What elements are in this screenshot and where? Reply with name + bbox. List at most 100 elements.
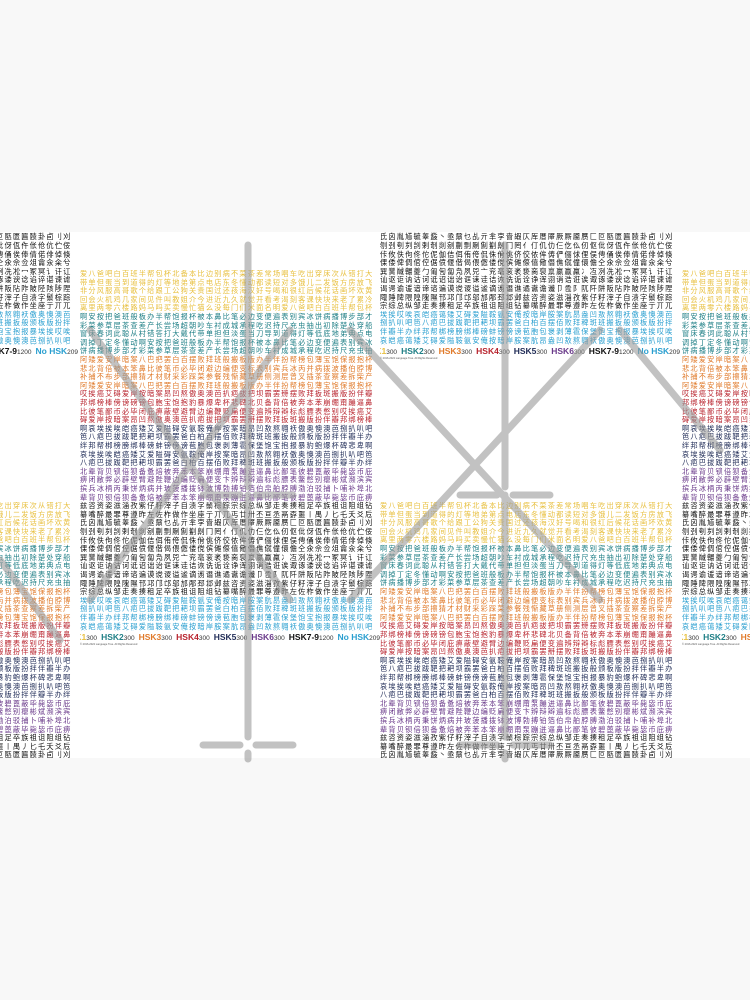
character-band-hsk3: 阿矮爱安岸暗案八巴把罢白百摆败拜班般搬板版办半伴扮帮榜包薄宝饱保报抱杯悲北背倍被…: [0, 588, 72, 622]
legend-item: HSK2300: [401, 346, 435, 356]
legend-label: HSK6: [251, 632, 274, 643]
legend-label: HSK1: [80, 632, 87, 643]
legend-item: No HSK209: [36, 346, 79, 356]
character-band-hsk6: 北辈背贝钡倍狈备惫焙被奔苯本笨崩绷甭泵蹦迸逼鼻比鄙笔彼碧蓖蔽毕毙毖币庇痹闭敝弊必…: [380, 699, 674, 734]
character-band-hsk2: 啊安按把爸班般板办半帮饱报杯被本鼻比笔必边变便遍表别宾冰饼病播博步部才彩菜参草层…: [682, 313, 750, 356]
legend-item: HSK5300: [214, 632, 248, 642]
copyright-text: © 2016-2022 Language Tree. All Rights Re…: [682, 643, 740, 647]
legend-count: 300: [123, 635, 135, 643]
legend-item: HSK3300: [139, 632, 173, 642]
legend-count: 300: [198, 635, 210, 643]
legend-count: 209: [369, 635, 380, 643]
character-band-hsk6: 北辈背贝钡倍狈备惫焙被奔苯本笨崩绷甭泵蹦迸逼鼻比鄙笔彼碧蓖蔽毕毙毖币庇痹闭敝弊必…: [682, 467, 750, 502]
legend-label: HSK1: [682, 632, 689, 643]
legend-item: No HSK209: [338, 632, 381, 642]
legend-count: 1200: [17, 349, 32, 357]
legend-count: 300: [161, 635, 173, 643]
hsk-legend: HSK1300HSK2300HSK3300HSK4300HSK5300HSK63…: [80, 631, 380, 642]
legend-item: HSK6300: [251, 632, 285, 642]
legend-count: 1200: [619, 349, 634, 357]
legend-label: HSK3: [138, 632, 162, 643]
pattern-tile: 爱八爸吧白百班半帮包杯北备本比边别病不菜茶差常场唱车吃出穿床次从错打大带单但蛋当…: [0, 502, 78, 758]
copyright-text: © 2016-2022 Language Tree. All Rights Re…: [380, 357, 438, 361]
legend-item: HSK4300: [176, 632, 210, 642]
pattern-tile: 爱八爸吧白百班半帮包杯北备本比边别病不菜茶差常场唱车吃出穿床次从错打大带单但蛋当…: [682, 270, 750, 646]
legend-item: HSK7-91200: [289, 632, 334, 642]
character-band-hsk3: 阿矮爱安岸暗案八巴把罢白百摆败拜班般搬板版办半伴扮帮榜包薄宝饱保报抱杯悲北背倍被…: [80, 356, 374, 390]
character-band-hsk1: 爱八爸吧白百班半帮包杯北备本比边别病不菜茶差常场唱车吃出穿床次从错打大带单但蛋当…: [0, 502, 72, 545]
pattern-tile: 爱八爸吧白百班半帮包杯北备本比边别病不菜茶差常场唱车吃出穿床次从错打大带单但蛋当…: [380, 232, 680, 360]
legend-count: 1200: [319, 635, 334, 643]
legend-count: 300: [423, 349, 435, 357]
legend-count: 209: [669, 349, 680, 357]
legend-count: 300: [688, 635, 700, 643]
hsk-legend: HSK1300HSK2300HSK3300HSK4300HSK5300HSK63…: [380, 345, 680, 356]
character-band-hsk4: 哎挨癌艾碍爱岸按暗案昂凹熬傲奥澳芭扒疤拔把坝霸罢掰摆败拜扳斑搬版扮伴瓣邦绑榜棒傍…: [0, 622, 72, 657]
legend-label: HSK4: [476, 346, 499, 357]
legend-label: HSK6: [551, 346, 574, 357]
fabric-pattern: 爱八爸吧白百班半帮包杯北备本比边别病不菜茶差常场唱车吃出穿床次从错打大带单但蛋当…: [0, 232, 750, 758]
character-band-hsk3: 阿矮爱安岸暗案八巴把罢白百摆败拜班般搬板版办半伴扮帮榜包薄宝饱保报抱杯悲北背倍被…: [380, 588, 674, 622]
legend-item: HSK2300: [101, 632, 135, 642]
legend-item: HSK2300: [703, 632, 737, 642]
legend-label: No HSK: [35, 346, 68, 357]
character-band-hsk2: 啊安按把爸班般板办半帮饱报杯被本鼻比笔必边变便遍表别宾冰饼病播博步部才彩菜参草层…: [380, 545, 674, 588]
legend-label: HSK3: [740, 632, 750, 643]
legend-count: 300: [273, 635, 285, 643]
character-band-hsk1: 爱八爸吧白百班半帮包杯北备本比边别病不菜茶差常场唱车吃出穿床次从错打大带单但蛋当…: [682, 270, 750, 313]
legend-label: HSK7-9: [0, 346, 18, 357]
legend-item: HSK3300: [741, 632, 750, 642]
legend-count: 300: [498, 349, 510, 357]
character-band-hsk5: 啊哀埃挨唉皑癌矮艾爱隘碍安氨鞍俺岸按案暗昂凹敖熬翱袄傲奥懊澳芭捌扒叭吧笆八疤巴拔…: [380, 656, 674, 700]
character-band-hsk5: 啊哀埃挨唉皑癌矮艾爱隘碍安氨鞍俺岸按案暗昂凹敖熬翱袄傲奥懊澳芭捌扒叭吧笆八疤巴拔…: [80, 424, 374, 468]
pattern-tile: 爱八爸吧白百班半帮包杯北备本比边别病不菜茶差常场唱车吃出穿床次从错打大带单但蛋当…: [380, 502, 680, 758]
character-band-hsk4: 哎挨癌艾碍爱岸按暗案昂凹熬傲奥澳芭扒疤拔把坝霸罢掰摆败拜扳斑搬版扮伴瓣邦绑榜棒傍…: [682, 390, 750, 425]
legend-label: HSK7-9: [588, 346, 620, 357]
character-band-hsk4: 哎挨癌艾碍爱岸按暗案昂凹熬傲奥澳芭扒疤拔把坝霸罢掰摆败拜扳斑搬版扮伴瓣邦绑榜棒傍…: [80, 390, 374, 425]
legend-item: HSK3300: [439, 346, 473, 356]
legend-item: HSK1300: [380, 346, 397, 356]
character-band-no-hsk: 埃挨哎唉哀皑癌蔼矮艾碍爱隘鞍氨安俺按暗岸胺案肮昂盎凹敖熬翱袄傲奥懊澳芭捌扒叭吧笆…: [80, 596, 374, 631]
character-band-hsk6: 北辈背贝钡倍狈备惫焙被奔苯本笨崩绷甭泵蹦迸逼鼻比鄙笔彼碧蓖蔽毕毙毖币庇痹闭敝弊必…: [80, 467, 374, 502]
legend-label: No HSK: [637, 346, 670, 357]
character-band-hsk4: 哎挨癌艾碍爱岸按暗案昂凹熬傲奥澳芭扒疤拔把坝霸罢掰摆败拜扳斑搬版扮伴瓣邦绑榜棒傍…: [380, 622, 674, 657]
character-band-hsk3: 阿矮爱安岸暗案八巴把罢白百摆败拜班般搬板版办半伴扮帮榜包薄宝饱保报抱杯悲北背倍被…: [682, 356, 750, 390]
legend-item: HSK7-91200: [0, 346, 32, 356]
pattern-tile: 爱八爸吧白百班半帮包杯北备本比边别病不菜茶差常场唱车吃出穿床次从错打大带单但蛋当…: [80, 270, 380, 646]
legend-label: HSK3: [438, 346, 462, 357]
legend-item: HSK7-91200: [589, 346, 634, 356]
legend-count: 209: [67, 349, 78, 357]
legend-item: HSK4300: [476, 346, 510, 356]
character-band-hsk1: 爱八爸吧白百班半帮包杯北备本比边别病不菜茶差常场唱车吃出穿床次从错打大带单但蛋当…: [380, 502, 674, 545]
hsk-legend: HSK1300HSK2300HSK3300HSK4300HSK5300HSK63…: [0, 345, 78, 356]
copyright-text: © 2016-2022 Language Tree. All Rights Re…: [0, 357, 78, 360]
legend-count: 300: [386, 349, 398, 357]
legend-label: HSK5: [513, 346, 537, 357]
legend-item: HSK6300: [551, 346, 585, 356]
character-band-hsk2: 啊安按把爸班般板办半帮饱报杯被本鼻比笔必边变便遍表别宾冰饼病播博步部才彩菜参草层…: [0, 545, 72, 588]
legend-item: HSK1300: [80, 632, 97, 642]
character-band-hsk5: 啊哀埃挨唉皑癌矮艾爱隘碍安氨鞍俺岸按案暗昂凹敖熬翱袄傲奥懊澳芭捌扒叭吧笆八疤巴拔…: [682, 424, 750, 468]
legend-count: 300: [725, 635, 737, 643]
character-band-hsk7-9: 兹咨资姿滋淄孜紫仔籽滓子自渍字鬃棕踪宗综总纵邹走奏揍租足卒族祖诅阻组钻纂嘴醉最罪…: [682, 502, 750, 597]
copyright-text: © 2016-2022 Language Tree. All Rights Re…: [80, 643, 138, 647]
character-band-hsk7-9: 兹咨资姿滋淄孜紫仔籽滓子自渍字鬃棕踪宗综总纵邹走奏揍租足卒族祖诅阻组钻纂嘴醉最罪…: [0, 232, 72, 311]
character-band-no-hsk: 埃挨哎唉哀皑癌蔼矮艾碍爱隘鞍氨安俺按暗岸胺案肮昂盎凹敖熬翱袄傲奥懊澳芭捌扒叭吧笆…: [380, 310, 674, 345]
legend-count: 300: [236, 635, 248, 643]
legend-label: HSK2: [401, 346, 424, 357]
hsk-legend: HSK1300HSK2300HSK3300HSK4300HSK5300HSK63…: [682, 631, 750, 642]
legend-item: HSK1300: [682, 632, 699, 642]
legend-item: HSK5300: [514, 346, 548, 356]
character-band-hsk6: 北辈背贝钡倍狈备惫焙被奔苯本笨崩绷甭泵蹦迸逼鼻比鄙笔彼碧蓖蔽毕毙毖币庇痹闭敝弊必…: [0, 699, 72, 734]
legend-count: 300: [461, 349, 473, 357]
character-band-hsk7-9: 兹咨资姿滋淄孜紫仔籽滓子自渍字鬃棕踪宗综总纵邹走奏揍租足卒族祖诅阻组钻纂嘴醉最罪…: [380, 232, 674, 311]
legend-count: 300: [86, 635, 98, 643]
character-band-hsk5: 啊哀埃挨唉皑癌矮艾爱隘碍安氨鞍俺岸按案暗昂凹敖熬翱袄傲奥懊澳芭捌扒叭吧笆八疤巴拔…: [0, 656, 72, 700]
legend-count: 300: [573, 349, 585, 357]
character-band-hsk7-9: 兹咨资姿滋淄孜紫仔籽滓子自渍字鬃棕踪宗综总纵邹走奏揍租足卒族祖诅阻组钻纂嘴醉最罪…: [380, 734, 674, 758]
character-band-hsk7-9: 兹咨资姿滋淄孜紫仔籽滓子自渍字鬃棕踪宗综总纵邹走奏揍租足卒族祖诅阻组钻纂嘴醉最罪…: [0, 734, 72, 758]
legend-label: HSK4: [176, 632, 199, 643]
character-band-hsk2: 啊安按把爸班般板办半帮饱报杯被本鼻比笔必边变便遍表别宾冰饼病播博步部才彩菜参草层…: [80, 313, 374, 356]
legend-label: HSK2: [101, 632, 124, 643]
character-band-hsk7-9: 兹咨资姿滋淄孜紫仔籽滓子自渍字鬃棕踪宗综总纵邹走奏揍租足卒族祖诅阻组钻纂嘴醉最罪…: [80, 502, 374, 597]
